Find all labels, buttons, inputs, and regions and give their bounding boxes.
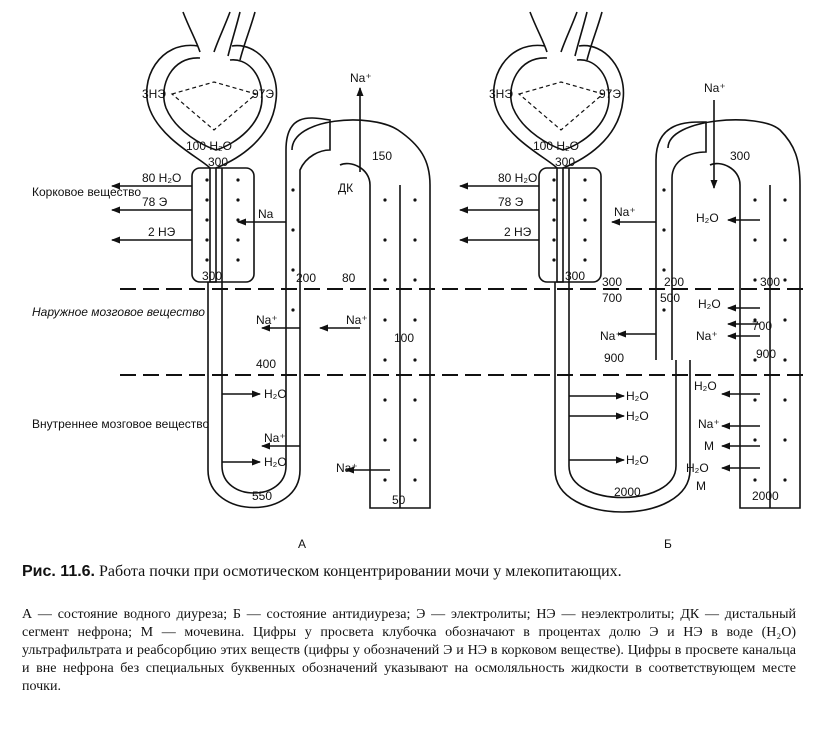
panel-a-labels: 3НЭ 97Э 100 H₂O 300 80 H₂O 78 Э 2 НЭ 300… <box>142 71 414 551</box>
b-v300-top: 300 <box>555 155 575 169</box>
figure-caption: Рис. 11.6. Работа почки при осмотическом… <box>22 562 802 582</box>
a-na-top: Na⁺ <box>350 71 372 85</box>
b-na-cortex: Na⁺ <box>614 205 636 219</box>
a-v100: 100 <box>394 331 414 345</box>
a-na-outer-right: Na⁺ <box>346 313 368 327</box>
b-glomerulus-right: 97Э <box>599 87 621 101</box>
b-h2o-i1: H₂O <box>626 389 649 403</box>
a-2ne: 2 НЭ <box>148 225 176 239</box>
b-h2o-i3: H₂O <box>626 453 649 467</box>
panel-b-nephron <box>492 11 801 513</box>
panel-b-label: Б <box>664 537 672 551</box>
zone-outer-medulla-label: Наружное мозговое вещество <box>32 305 205 319</box>
a-filtrate: 100 H₂O <box>186 139 232 153</box>
a-na-inner: Na⁺ <box>264 431 286 445</box>
b-v900-right: 900 <box>756 347 776 361</box>
zone-cortex-label: Корковое вещество <box>32 185 141 199</box>
nephron-figure: Корковое вещество Наружное мозговое веще… <box>32 11 810 551</box>
b-v700-right: 700 <box>752 319 772 333</box>
b-na-top: Na⁺ <box>704 81 726 95</box>
b-glomerulus-left: 3НЭ <box>489 87 513 101</box>
a-80h2o: 80 H₂O <box>142 171 181 185</box>
b-v300-bottom: 300 <box>565 269 585 283</box>
panel-a-label: А <box>298 537 306 551</box>
panel-a-nephron <box>145 11 431 509</box>
b-na-outer-right: Na⁺ <box>696 329 718 343</box>
a-na-inner-right: Na⁺ <box>336 461 358 475</box>
figure-legend: А — состояние водного диуреза; Б — состо… <box>22 607 796 694</box>
a-glomerulus-left: 3НЭ <box>142 87 166 101</box>
a-v50: 50 <box>392 493 406 507</box>
b-v300-right-top: 300 <box>730 149 750 163</box>
a-h2o-1: H₂O <box>264 387 287 401</box>
b-na-r: Na⁺ <box>698 417 720 431</box>
b-m1: М <box>704 439 714 453</box>
b-v2000-right: 2000 <box>752 489 779 503</box>
b-80h2o: 80 H₂O <box>498 171 537 185</box>
caption-text: Работа почки при осмотическом концентрир… <box>99 563 622 580</box>
b-v300-left: 300 <box>602 275 622 289</box>
b-2ne: 2 НЭ <box>504 225 532 239</box>
a-v200: 200 <box>296 271 316 285</box>
panel-a-cells <box>205 178 417 482</box>
a-h2o-2: H₂O <box>264 455 287 469</box>
a-v550: 550 <box>252 489 272 503</box>
b-v700-left: 700 <box>602 291 622 305</box>
b-v2000-left: 2000 <box>614 485 641 499</box>
b-v500: 500 <box>660 291 680 305</box>
a-dk: ДК <box>338 181 353 195</box>
b-h2o-cortex: H₂O <box>696 211 719 225</box>
panel-b-cells <box>552 178 787 482</box>
a-na-outer-left: Na⁺ <box>256 313 278 327</box>
b-h2o-r2: H₂O <box>686 461 709 475</box>
b-h2o-r: H₂O <box>694 379 717 393</box>
zone-inner-medulla-label: Внутреннее мозговое вещество <box>32 417 209 431</box>
b-78e: 78 Э <box>498 195 524 209</box>
a-v300-bottom: 300 <box>202 269 222 283</box>
b-v900-left: 900 <box>604 351 624 365</box>
b-h2o-i2: H₂O <box>626 409 649 423</box>
a-na-cortex: Na <box>258 207 274 221</box>
a-v300-top: 300 <box>208 155 228 169</box>
a-v400: 400 <box>256 357 276 371</box>
a-glomerulus-right: 97Э <box>252 87 274 101</box>
panel-a-arrows <box>111 87 390 474</box>
panel-b-labels: 3НЭ 97Э 100 H₂O 300 80 H₂O 78 Э 2 НЭ 300… <box>489 81 780 551</box>
caption-prefix: Рис. 11.6. <box>22 563 95 580</box>
b-m2: М <box>696 479 706 493</box>
panel-b-arrows <box>459 100 760 472</box>
b-v300-right: 300 <box>760 275 780 289</box>
a-v150: 150 <box>372 149 392 163</box>
b-v200: 200 <box>664 275 684 289</box>
b-filtrate: 100 H₂O <box>533 139 579 153</box>
b-h2o-outer: H₂O <box>698 297 721 311</box>
b-na-outer-left: Na⁺ <box>600 329 622 343</box>
a-78e: 78 Э <box>142 195 168 209</box>
a-v80: 80 <box>342 271 356 285</box>
